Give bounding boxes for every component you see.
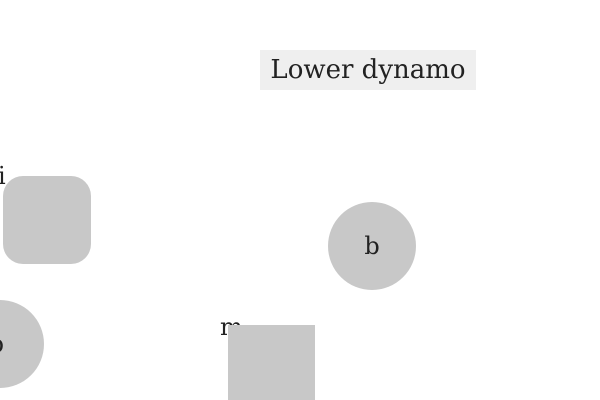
rounded-square-object[interactable] <box>3 176 91 264</box>
circle-object-p[interactable]: p <box>0 300 44 388</box>
circle-p-label: p <box>0 332 4 356</box>
title-text: Lower dynamo <box>270 55 466 85</box>
label-i: i <box>0 162 6 190</box>
circle-object-b[interactable]: b <box>328 202 416 290</box>
circle-b-label: b <box>364 232 380 260</box>
title-banner: Lower dynamo <box>260 50 476 90</box>
square-object-m[interactable] <box>228 325 315 400</box>
